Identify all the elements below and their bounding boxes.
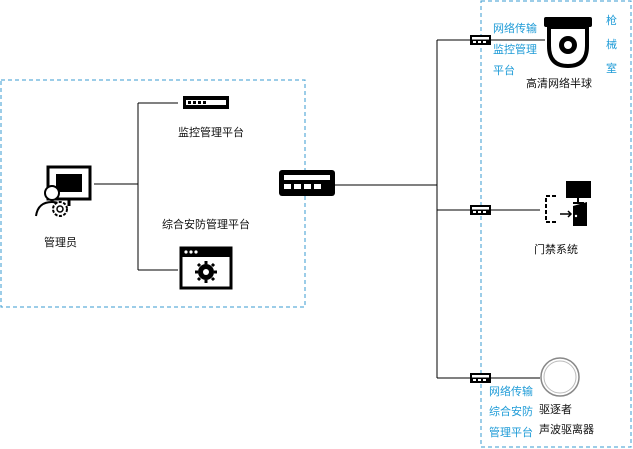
connection-lines: [94, 39, 545, 379]
management-zone: [0, 79, 306, 308]
admin-label: 管理员: [44, 236, 77, 249]
small-switch-icon: [470, 35, 491, 45]
door-access-icon: [545, 181, 591, 226]
repeller-link-label-1: 网络传输: [489, 385, 533, 398]
round-device-icon: [540, 357, 580, 397]
hd-camera-label: 高清网络半球: [526, 77, 592, 90]
repeller-link-label-3: 管理平台: [489, 426, 533, 439]
admin-computer-gear-icon: [35, 165, 92, 217]
access-control-label: 门禁系统: [534, 243, 578, 256]
security-platform-label: 综合安防管理平台: [162, 218, 250, 231]
sonic-repeller-label-1: 驱逐者: [539, 403, 572, 416]
armory-zone-label-2: 械: [606, 38, 617, 51]
armory-zone: [480, 0, 632, 448]
small-switch-icon: [470, 373, 491, 383]
sonic-repeller-label-2: 声波驱离器: [539, 423, 594, 436]
browser-gear-icon: [179, 246, 233, 290]
small-switch-icon: [470, 205, 491, 215]
camera-link-label-1: 网络传输: [493, 22, 537, 35]
camera-link-label-3: 平台: [493, 64, 515, 77]
camera-link-label-2: 监控管理: [493, 43, 537, 56]
repeller-link-label-2: 综合安防: [489, 405, 533, 418]
dome-camera-icon: [544, 17, 592, 69]
server-rack-icon: [183, 96, 229, 109]
network-switch-icon: [279, 170, 335, 196]
armory-zone-label-1: 枪: [606, 14, 617, 27]
armory-zone-label-3: 室: [606, 62, 617, 75]
monitor-platform-label: 监控管理平台: [178, 126, 244, 139]
